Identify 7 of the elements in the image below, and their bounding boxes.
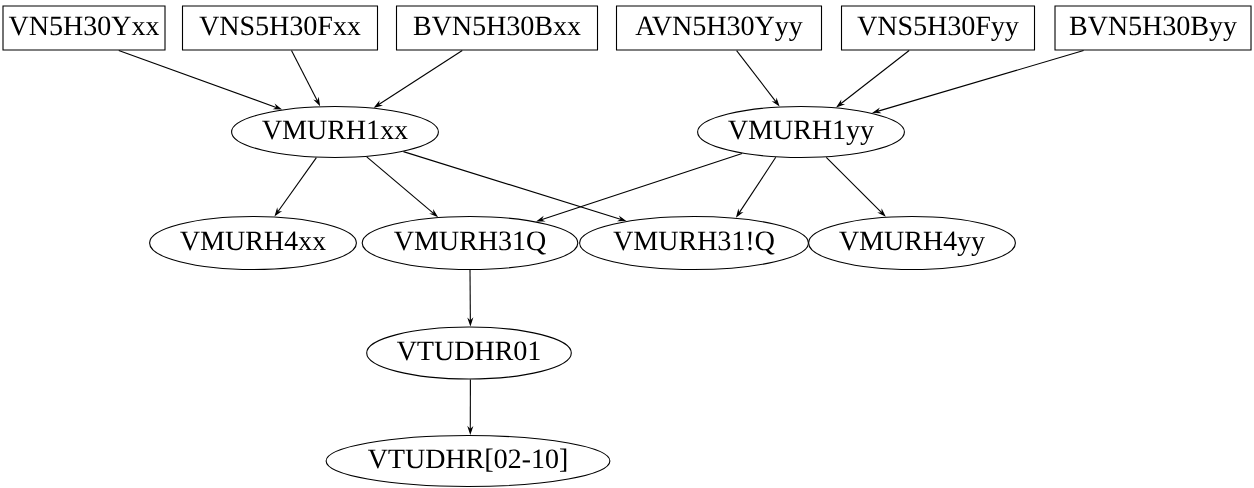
process-box: BVN5H30Bxx: [395, 5, 599, 51]
process-box: VNS5H30Fxx: [181, 5, 379, 51]
process-box: AVN5H30Yyy: [615, 5, 823, 51]
process-box: BVN5H30Byy: [1054, 5, 1252, 51]
arrow: [825, 156, 886, 217]
process-box: VNS5H30Fyy: [840, 5, 1036, 51]
process-box: VN5H30Yxx: [2, 5, 166, 51]
